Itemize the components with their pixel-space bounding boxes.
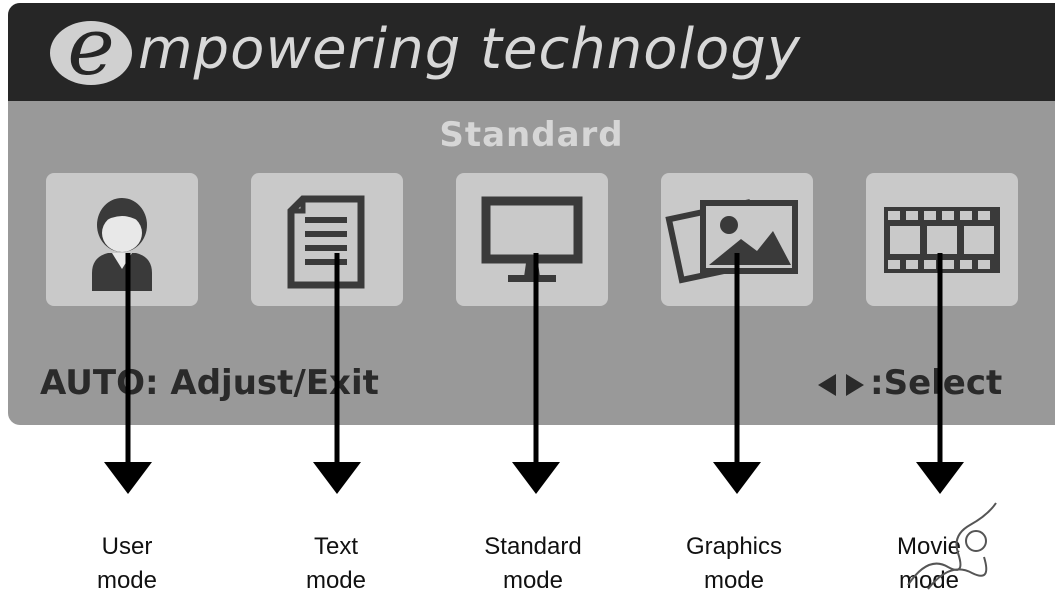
film-icon [884,207,1000,273]
label-movie-mode: Movie mode [854,530,1004,598]
label-standard-mode: Standard mode [458,530,608,598]
label-line: Movie [896,533,962,560]
select-hint-text: :Select [870,363,1003,403]
label-user-mode: User mode [52,530,202,598]
label-line: mode [898,567,960,594]
photos-icon [665,199,798,284]
document-icon [287,195,365,289]
arrowhead-user [104,462,152,494]
arrowhead-text [313,462,361,494]
arrowhead-graphics [713,462,761,494]
label-line: mode [703,567,765,594]
label-graphics-mode: Graphics mode [659,530,809,598]
label-line: User [101,533,153,560]
mode-tile-graphics[interactable] [661,173,813,306]
logo-letter: e [67,21,115,85]
mode-tile-standard[interactable] [456,173,608,306]
auto-adjust-exit-hint: AUTO: Adjust/Exit [40,363,379,403]
label-line: Text [313,533,358,560]
brand-logo: e [50,21,132,85]
arrowhead-standard [512,462,560,494]
label-line: mode [96,567,158,594]
left-right-arrows-icon [818,373,864,396]
select-hint: :Select [816,363,1002,413]
mode-tile-user[interactable] [46,173,198,306]
arrowhead-movie [916,462,964,494]
label-line: mode [305,567,367,594]
user-icon [92,198,152,291]
monitor-icon [481,196,583,282]
mode-tile-text[interactable] [251,173,403,306]
label-line: mode [502,567,564,594]
label-line: Graphics [685,533,783,560]
mode-tile-movie[interactable] [866,173,1018,306]
label-text-mode: Text mode [261,530,411,598]
osd-menu-panel: e mpowering technology Standard [8,3,1055,425]
current-mode-title: Standard [439,115,624,155]
osd-header: e mpowering technology [8,3,1055,101]
label-line: Standard [484,533,582,560]
brand-text: mpowering technology [138,17,801,82]
